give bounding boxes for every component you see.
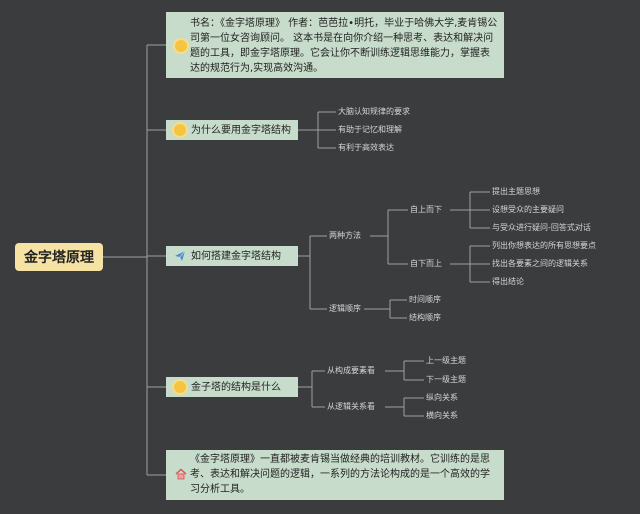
top-down-child-1[interactable]: 提出主题思想: [492, 187, 540, 196]
bottom-up-child-1[interactable]: 列出你想表达的所有思想要点: [492, 241, 596, 250]
sun-icon: [174, 124, 186, 136]
order-child-2[interactable]: 结构顺序: [409, 313, 441, 322]
composition-child-1[interactable]: 上一级主题: [426, 356, 466, 365]
top-down-node[interactable]: 自上而下: [410, 205, 442, 214]
composition-child-2[interactable]: 下一级主题: [426, 375, 466, 384]
house-icon: [175, 468, 187, 480]
bottom-up-child-3[interactable]: 得出结论: [492, 277, 524, 286]
root-node[interactable]: 金字塔原理: [15, 243, 103, 271]
bottom-up-node[interactable]: 自下而上: [410, 259, 442, 268]
why-label: 为什么要用金字塔结构: [191, 124, 291, 136]
structure-label: 金子塔的结构是什么: [191, 381, 281, 393]
composition-node[interactable]: 从构成要素看: [327, 366, 375, 375]
logic-child-1[interactable]: 纵向关系: [426, 393, 458, 402]
order-node[interactable]: 逻辑顺序: [329, 304, 361, 313]
order-child-1[interactable]: 时间顺序: [409, 295, 441, 304]
methods-node[interactable]: 两种方法: [329, 231, 361, 240]
top-down-child-3[interactable]: 与受众进行疑问-回答式对话: [492, 223, 591, 232]
structure-node[interactable]: 金子塔的结构是什么: [166, 377, 298, 397]
why-child-2[interactable]: 有助于记忆和理解: [338, 125, 402, 134]
summary-node[interactable]: 《金字塔原理》一直都被麦肯锡当做经典的培训教材。它训练的是思考、表达和解决问题的…: [166, 450, 504, 500]
why-child-1[interactable]: 大脑认知规律的要求: [338, 107, 410, 116]
why-child-3[interactable]: 有利于高效表达: [338, 143, 394, 152]
top-down-child-2[interactable]: 设想受众的主要疑问: [492, 205, 564, 214]
logic-child-2[interactable]: 横向关系: [426, 411, 458, 420]
bottom-up-child-2[interactable]: 找出各要素之间的逻辑关系: [492, 259, 588, 268]
sun-icon: [175, 40, 187, 52]
logic-node[interactable]: 从逻辑关系看: [327, 402, 375, 411]
intro-text: 书名：《金字塔原理》 作者：芭芭拉•明托，毕业于哈佛大学,麦肯锡公司第一位女咨询…: [190, 18, 498, 74]
summary-text: 《金字塔原理》一直都被麦肯锡当做经典的培训教材。它训练的是思考、表达和解决问题的…: [190, 454, 490, 495]
how-node[interactable]: 如何搭建金字塔结构: [166, 246, 298, 266]
intro-node[interactable]: 书名：《金字塔原理》 作者：芭芭拉•明托，毕业于哈佛大学,麦肯锡公司第一位女咨询…: [166, 12, 504, 78]
paper-plane-icon: [175, 250, 186, 261]
how-label: 如何搭建金字塔结构: [191, 250, 281, 262]
why-node[interactable]: 为什么要用金字塔结构: [166, 120, 298, 140]
sun-icon: [174, 381, 186, 393]
